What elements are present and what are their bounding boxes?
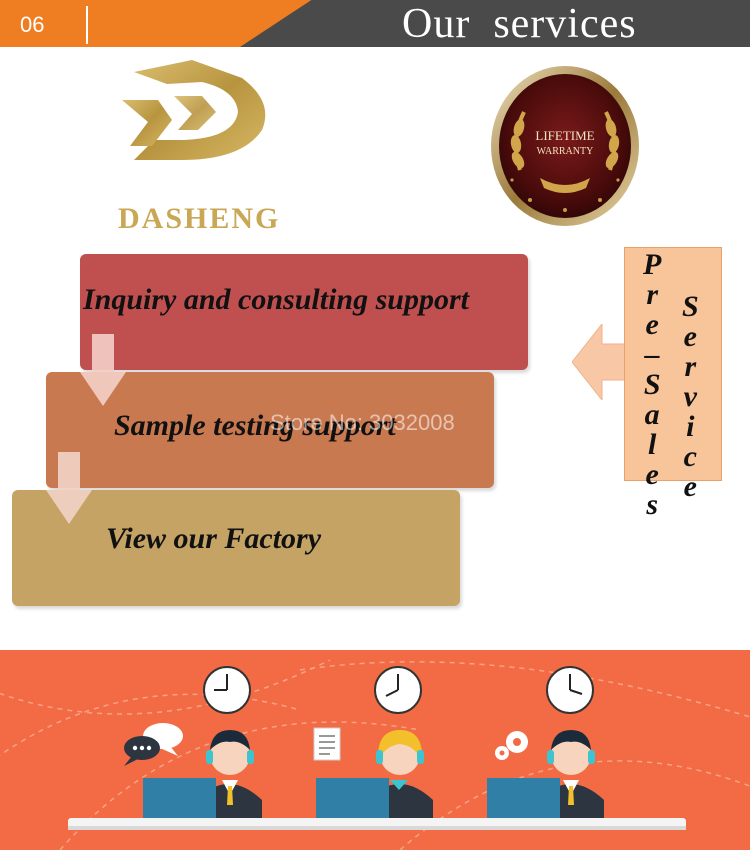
- step-inquiry-label: Inquiry and consulting support: [83, 283, 469, 316]
- support-scene: [0, 659, 750, 850]
- presales-box: [624, 247, 722, 481]
- header-right-banner: [240, 0, 750, 47]
- svg-text:WARRANTY: WARRANTY: [537, 146, 594, 157]
- desk: [68, 818, 686, 828]
- document-icon: [313, 727, 341, 761]
- chat-bubble-icon: [124, 723, 183, 766]
- presales-word: P r e – S a l e s: [643, 248, 662, 521]
- step-inquiry-card: [80, 254, 528, 370]
- dasheng-logo-icon: [122, 60, 266, 160]
- step-sample-label: Sample testing support: [114, 409, 396, 442]
- step-factory-label: View our Factory: [106, 522, 322, 555]
- down-arrow-icon: [80, 334, 126, 406]
- clock-icon: [374, 666, 422, 714]
- support-illustration: [0, 650, 750, 850]
- step-factory-card: [12, 490, 460, 606]
- svg-text:LIFETIME: LIFETIME: [535, 128, 594, 143]
- section-number: 06: [20, 12, 45, 37]
- gears-icon: [495, 731, 528, 760]
- laptop-icon: [143, 778, 560, 824]
- service-word: S e r v i c e: [682, 290, 699, 503]
- header-bar: 06 Our services: [0, 0, 750, 50]
- section-title: Our services: [402, 1, 637, 47]
- left-arrow-icon: [572, 324, 628, 400]
- clock-icon: [203, 666, 251, 714]
- store-watermark: Store No: 3032008: [270, 410, 455, 435]
- header-divider: [86, 6, 88, 44]
- lifetime-warranty-badge-icon: LIFETIME WARRANTY: [491, 66, 639, 226]
- down-arrow-icon: [46, 452, 92, 524]
- brand-name: DASHENG: [118, 202, 281, 235]
- clock-icon: [546, 666, 594, 714]
- step-sample-card: [46, 372, 494, 488]
